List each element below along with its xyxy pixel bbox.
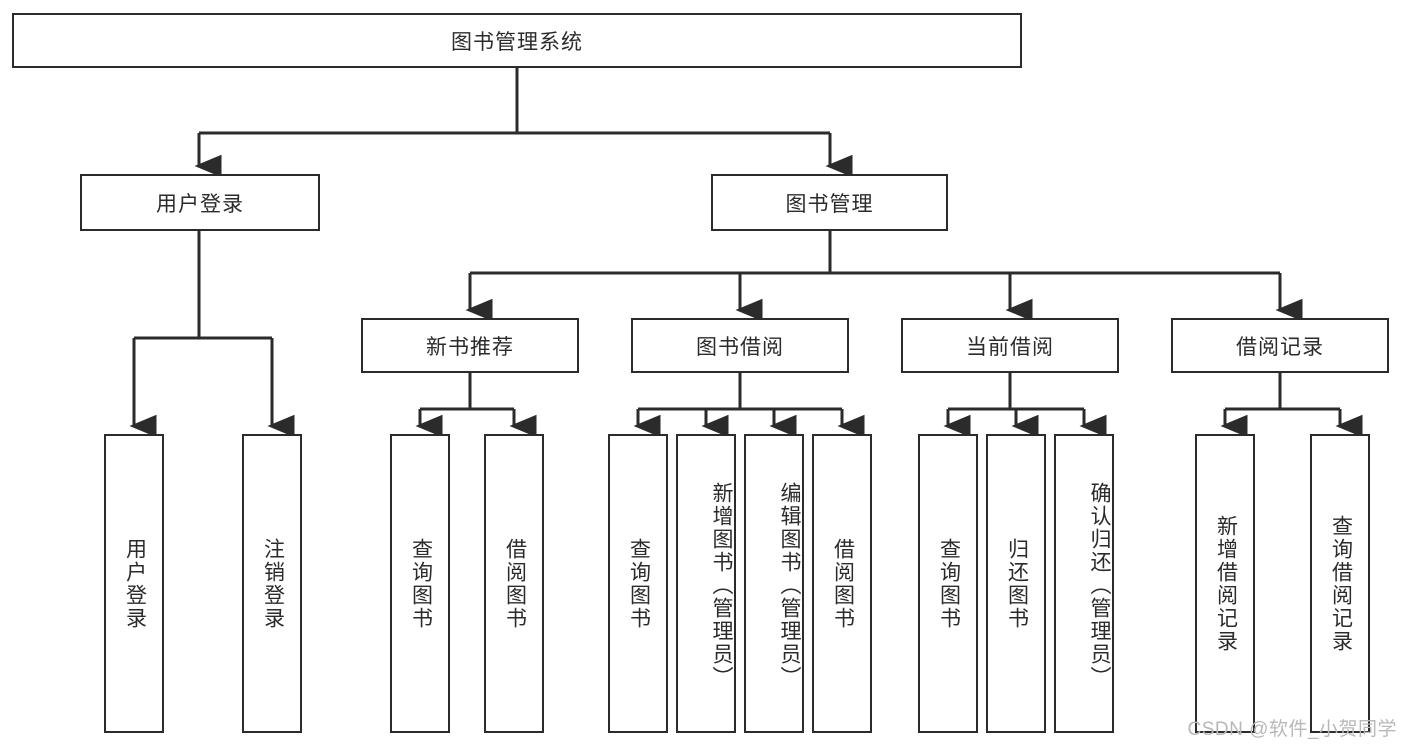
node-user-login-label: 用户登录 bbox=[156, 192, 244, 216]
watermark: CSDN @软件_小贺同学 bbox=[1187, 719, 1397, 740]
node-book-management[interactable]: 图书管理 bbox=[711, 174, 948, 231]
leaf-query-book-1[interactable]: 查询图书 bbox=[390, 434, 450, 733]
node-new-book-recommend[interactable]: 新书推荐 bbox=[361, 318, 579, 373]
node-current-borrow[interactable]: 当前借阅 bbox=[901, 318, 1119, 373]
leaf-query-book-3[interactable]: 查询图书 bbox=[918, 434, 978, 733]
node-borrow-records-label: 借阅记录 bbox=[1236, 335, 1324, 359]
node-book-borrow-label: 图书借阅 bbox=[696, 335, 784, 359]
leaf-borrow-book-2-label: 借阅图书 bbox=[831, 537, 855, 630]
node-book-borrow[interactable]: 图书借阅 bbox=[631, 318, 849, 373]
node-user-login[interactable]: 用户登录 bbox=[80, 174, 320, 231]
leaf-return-book[interactable]: 归还图书 bbox=[986, 434, 1046, 733]
leaf-query-book-3-label: 查询图书 bbox=[937, 537, 961, 630]
node-current-borrow-label: 当前借阅 bbox=[966, 335, 1054, 359]
leaf-add-record-label: 新增借阅记录 bbox=[1214, 514, 1238, 653]
node-root-label: 图书管理系统 bbox=[451, 30, 583, 54]
leaf-add-book[interactable]: 新增图书（管理员） bbox=[676, 434, 736, 733]
leaf-add-book-label: 新增图书（管理员） bbox=[710, 482, 733, 689]
leaf-logout[interactable]: 注销登录 bbox=[242, 434, 302, 733]
node-root[interactable]: 图书管理系统 bbox=[12, 13, 1022, 68]
leaf-return-book-label: 归还图书 bbox=[1005, 537, 1029, 630]
node-book-management-label: 图书管理 bbox=[785, 192, 874, 216]
leaf-user-login-label: 用户登录 bbox=[123, 537, 147, 630]
leaf-edit-book[interactable]: 编辑图书（管理员） bbox=[744, 434, 804, 733]
leaf-borrow-book-2[interactable]: 借阅图书 bbox=[812, 434, 872, 733]
leaf-add-record[interactable]: 新增借阅记录 bbox=[1195, 434, 1255, 733]
leaf-query-record[interactable]: 查询借阅记录 bbox=[1310, 434, 1370, 733]
leaf-borrow-book-1[interactable]: 借阅图书 bbox=[484, 434, 544, 733]
leaf-query-book-1-label: 查询图书 bbox=[409, 537, 433, 630]
leaf-query-book-2[interactable]: 查询图书 bbox=[608, 434, 668, 733]
leaf-confirm-return-label: 确认归还（管理员） bbox=[1088, 482, 1111, 689]
leaf-logout-label: 注销登录 bbox=[261, 537, 285, 630]
leaf-user-login[interactable]: 用户登录 bbox=[104, 434, 164, 733]
leaf-query-book-2-label: 查询图书 bbox=[627, 537, 651, 630]
leaf-borrow-book-1-label: 借阅图书 bbox=[503, 537, 527, 630]
leaf-confirm-return[interactable]: 确认归还（管理员） bbox=[1054, 434, 1114, 733]
leaf-edit-book-label: 编辑图书（管理员） bbox=[778, 482, 801, 689]
leaf-query-record-label: 查询借阅记录 bbox=[1329, 514, 1353, 653]
node-new-book-recommend-label: 新书推荐 bbox=[426, 335, 514, 359]
node-borrow-records[interactable]: 借阅记录 bbox=[1171, 318, 1389, 373]
